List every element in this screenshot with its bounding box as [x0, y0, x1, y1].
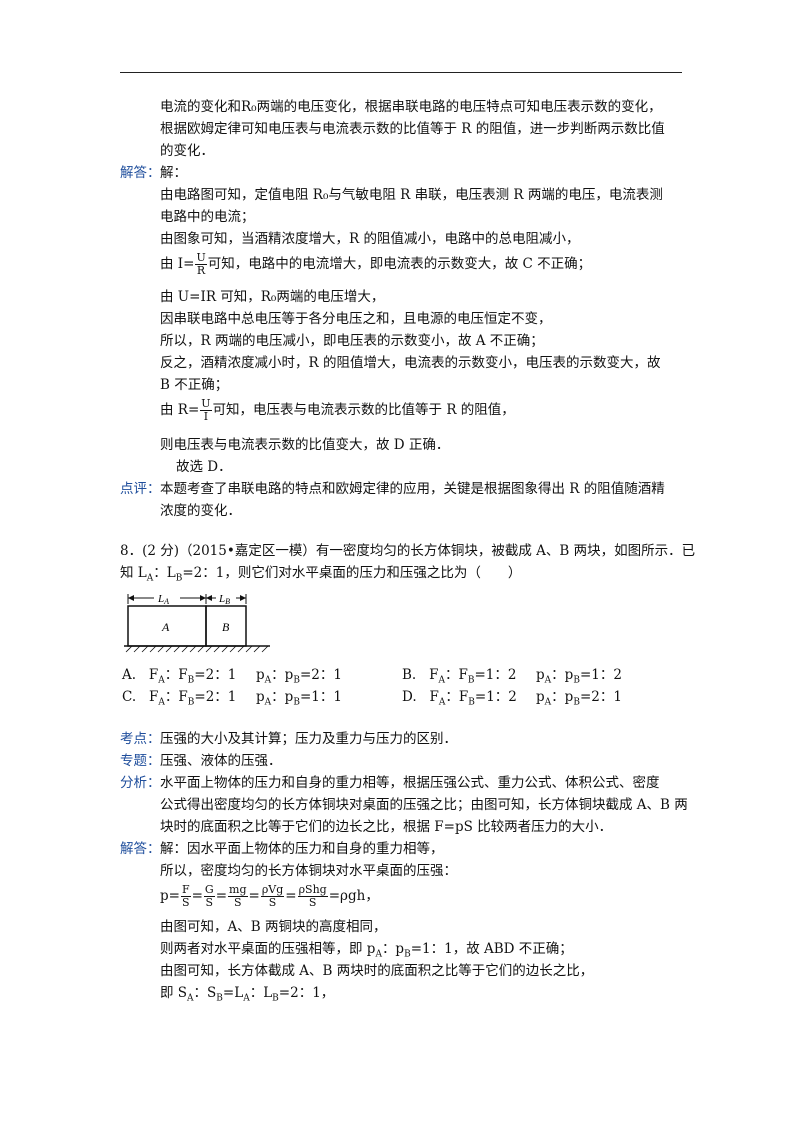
option-d-pressure: pA：pB=2：1: [536, 689, 622, 708]
comment-tag: 点评：: [120, 481, 161, 497]
numerator: ρShg: [297, 883, 328, 897]
analysis-line: 电流的变化和R₀两端的电压变化，根据串联电路的电压特点可知电压表示数的变化，: [160, 99, 662, 115]
answer-line: 因串联电路中总电压等于各分电压之和，且电源的电压恒定不变，: [160, 311, 552, 327]
arrow-head: [128, 595, 134, 601]
formula-lhs: p=: [160, 888, 180, 904]
option-label: B.: [402, 667, 417, 683]
jieda-line: 即 SA：SB=LA：LB=2：1，: [160, 985, 335, 1004]
numerator: U: [195, 251, 207, 265]
formula-suffix: 可知，电压表与电流表示数的比值等于 R 的阻值，: [212, 402, 515, 418]
option-force: FA：FB=1：2: [429, 689, 517, 708]
fenxi-tag: 分析：: [120, 775, 161, 791]
option-d[interactable]: D. FA：FB=1：2: [402, 688, 517, 712]
answer-line: 电路中的电流；: [160, 209, 255, 225]
answer-line: B 不正确；: [160, 377, 229, 393]
option-force: FA：FB=1：2: [429, 667, 517, 686]
answer-choice: 故选 D．: [176, 459, 232, 475]
option-b[interactable]: B. FA：FB=1：2: [402, 666, 516, 690]
option-label: C.: [122, 689, 137, 705]
option-c-pressure: pA：pB=1：1: [256, 689, 342, 708]
fenxi-line: 块时的底面积之比等于它们的边长之比，根据 F=pS 比较两者压力的大小．: [160, 819, 613, 835]
option-a-pressure: pA：pB=2：1: [256, 667, 342, 686]
formula-prefix: 由 R=: [160, 402, 200, 418]
denominator: S: [268, 896, 277, 909]
zhuanti-text: 压强、液体的压强．: [160, 753, 282, 769]
formula-suffix: 可知，电路中的电流增大，即电流表的示数变大，故 C 不正确；: [207, 256, 592, 272]
answer-line: 由电路图可知，定值电阻 R₀与气敏电阻 R 串联，电压表测 R 两端的电压，电流…: [160, 187, 663, 203]
numerator: F: [180, 883, 191, 897]
denominator: S: [205, 896, 214, 909]
option-force: FA：FB=2：1: [149, 689, 237, 708]
label-LB: LB: [218, 593, 230, 606]
analysis-line: 根据欧姆定律可知电压表与电流表示数的比值等于 R 的阻值，进一步判断两示数比值: [160, 121, 665, 137]
option-label: D.: [402, 689, 417, 705]
denominator: S: [234, 896, 242, 909]
analysis-line: 的变化．: [160, 143, 214, 159]
fenxi-line: 水平面上物体的压力和自身的重力相等，根据压强公式、重力公式、体积公式、密度: [160, 775, 660, 791]
label-LA: LA: [157, 593, 169, 606]
fenxi-line: 公式得出密度均匀的长方体铜块对桌面的压强之比；由图可知，长方体铜块截成 A、B …: [160, 797, 688, 813]
jieda-line: 所以，密度均匀的长方体铜块对水平桌面的压强：: [160, 863, 457, 879]
formula-prefix: 由 I=: [160, 256, 195, 272]
option-a[interactable]: A. FA：FB=2：1: [122, 666, 236, 690]
formula-tail: =ρgh，: [328, 888, 379, 904]
option-force: FA：FB=2：1: [148, 667, 237, 686]
jieda-line: 解：因水平面上物体的压力和自身的重力相等，: [160, 841, 444, 857]
jieda-line: 由图可知，A、B 两铜块的高度相同，: [160, 919, 387, 935]
answer-line: 反之，酒精浓度减小时，R 的阻值增大，电流表的示数变小，电压表的示数变大，故: [160, 355, 661, 371]
jieda-line: 则两者对水平桌面的压强相等，即 pA：pB=1：1，故 ABD 不正确；: [160, 941, 573, 960]
numerator: mg: [228, 883, 248, 897]
block-figure: LA LB A B: [124, 593, 270, 653]
comment-line: 本题考查了串联电路的特点和欧姆定律的应用，关键是根据图象得出 R 的阻值随酒精: [160, 481, 665, 497]
jieda-line: 由图可知，长方体截成 A、B 两块时的底面积之比等于它们的边长之比，: [160, 963, 594, 979]
denominator: S: [308, 896, 317, 909]
question-stem: 8．(2 分)（2015•嘉定区一模）有一密度均匀的长方体铜块，被截成 A、B …: [120, 543, 696, 559]
answer-line: 所以，R 两端的电压减小，即电压表的示数变小，故 A 不正确；: [160, 333, 544, 349]
option-b-pressure: pA：pB=1：2: [536, 667, 622, 686]
denominator: R: [196, 264, 206, 277]
header-rule: [120, 72, 682, 73]
jieda-tag: 解答：: [120, 841, 161, 857]
block-a-label: A: [161, 620, 170, 634]
question-stem: 知 LA：LB=2：1，则它们对水平桌面的压力和压强之比为（ ）: [120, 565, 522, 584]
answer-line: 由图象可知，当酒精浓度增大，R 的阻值减小，电路中的总电阻减小，: [160, 231, 580, 247]
denominator: S: [182, 896, 190, 909]
numerator: ρVg: [260, 883, 285, 897]
option-label: A.: [122, 667, 137, 683]
answer-line: 由 U=IR 可知，R₀两端的电压增大，: [160, 289, 385, 305]
comment-line: 浓度的变化．: [160, 503, 241, 519]
block-b-label: B: [222, 620, 230, 634]
answer-line: 则电压表与电流表示数的比值变大，故 D 正确．: [160, 437, 450, 453]
zhuanti-tag: 专题：: [120, 753, 161, 769]
denominator: I: [203, 410, 209, 423]
numerator: G: [203, 883, 215, 897]
kaodian-text: 压强的大小及其计算；压力及重力与压力的区别．: [160, 731, 457, 747]
option-c[interactable]: C. FA：FB=2：1: [122, 688, 236, 712]
arrow-head: [200, 595, 206, 601]
kaodian-tag: 考点：: [120, 731, 161, 747]
answer-tag: 解答：: [120, 165, 161, 181]
table-hatching: [125, 645, 269, 653]
arrow-head: [240, 595, 246, 601]
answer-head: 解：: [160, 165, 187, 181]
numerator: U: [200, 397, 212, 411]
arrow-head: [206, 595, 212, 601]
